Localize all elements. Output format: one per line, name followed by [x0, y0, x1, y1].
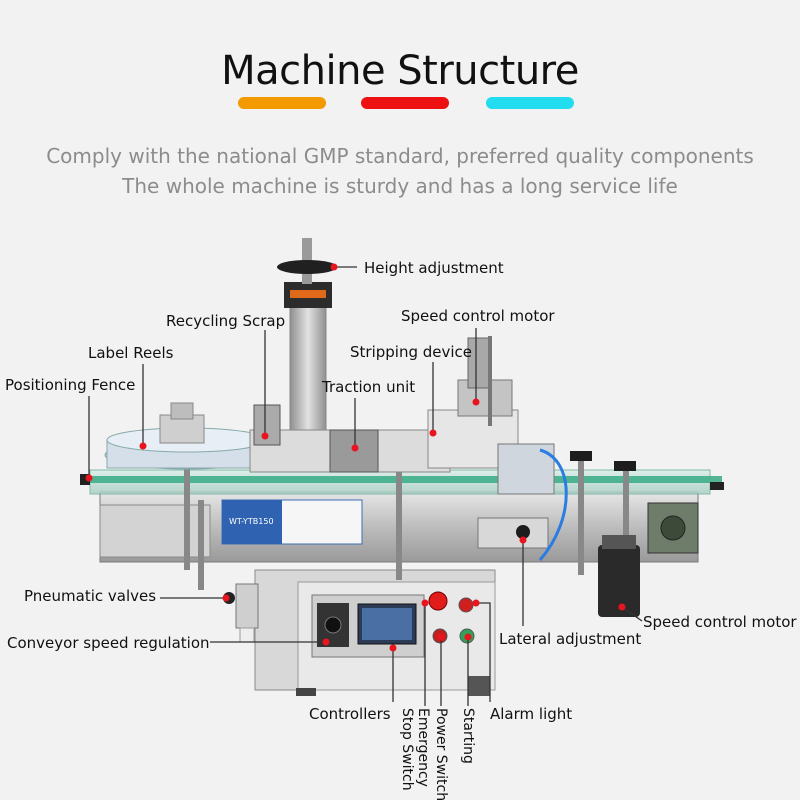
air-hose: [538, 448, 568, 561]
label-controllers: Controllers: [309, 705, 391, 723]
red-accent-bar: [361, 97, 449, 109]
label-reel-hub: [159, 414, 205, 444]
subtitle-line-1: Comply with the national GMP standard, p…: [46, 144, 754, 168]
marker-conveyor-speed: [322, 638, 330, 646]
pneumatic-valve-body: [235, 583, 259, 629]
post-4: [578, 455, 584, 575]
marker-emergency-stop: [421, 599, 429, 607]
label-recycling-scrap: Recycling Scrap: [166, 312, 285, 330]
right-motor-bracket: [602, 535, 636, 549]
label-positioning-fence: Positioning Fence: [5, 376, 135, 394]
subtitle-line-2: The whole machine is sturdy and has a lo…: [122, 174, 678, 198]
label-speed-control-motor-right: Speed control motor: [643, 613, 797, 631]
label-emergency: Emergency: [415, 708, 431, 787]
marker-recycling-scrap: [261, 432, 269, 440]
post-2: [198, 500, 204, 590]
label-stripping-device: Stripping device: [350, 343, 472, 361]
marker-alarm-light: [472, 599, 480, 607]
label-lateral-adjustment: Lateral adjustment: [499, 630, 641, 648]
fence-end-right: [710, 482, 724, 490]
marker-lateral-adjustment: [519, 536, 527, 544]
post-5: [623, 466, 629, 546]
cabinet-foot-right: [468, 676, 490, 696]
cabinet-foot-left: [296, 688, 316, 696]
callout-markers: [85, 263, 626, 652]
marker-pneumatic-valves: [222, 594, 230, 602]
marker-positioning-fence: [85, 474, 93, 482]
label-pneumatic-valves: Pneumatic valves: [24, 587, 156, 605]
knob-5: [614, 461, 636, 471]
label-stop-switch: Stop Switch: [399, 708, 415, 791]
marker-speed-motor-right: [618, 603, 626, 611]
marker-stripping-device: [429, 429, 437, 437]
speed-knob: [324, 616, 342, 634]
leader-speed-motor-right: [621, 606, 643, 622]
leader-lines: [88, 266, 643, 706]
label-power-switch: Power Switch: [433, 708, 449, 800]
label-conveyor-speed-regulation: Conveyor speed regulation: [7, 634, 210, 652]
pneumatic-filter: [239, 627, 255, 643]
handwheel: [277, 260, 337, 274]
right-motor: [598, 545, 640, 617]
marker-traction-unit: [351, 444, 359, 452]
machine-body: WT-YTB150: [80, 238, 724, 696]
lateral-block: [477, 517, 549, 549]
label-label-reels: Label Reels: [88, 344, 174, 362]
leader-alarm-light: [476, 602, 491, 702]
emergency-stop-button: [428, 591, 448, 611]
label-starting: Starting: [460, 708, 476, 764]
post-3: [396, 460, 402, 580]
label-traction-unit: Traction unit: [321, 378, 415, 396]
marker-power-switch: [437, 633, 445, 641]
name-plate-model: WT-YTB150: [229, 517, 274, 526]
sensor-rod: [488, 336, 492, 426]
label-alarm-light: Alarm light: [490, 705, 572, 723]
cyan-accent-bar: [486, 97, 574, 109]
fence-end-left: [80, 474, 90, 485]
lateral-knob: [516, 525, 530, 539]
touch-screen-display: [362, 608, 412, 640]
marker-label-reels: [139, 442, 147, 450]
name-plate-header: [222, 500, 282, 544]
marker-height-adjustment: [330, 263, 338, 271]
label-reel-spindle: [170, 402, 194, 420]
column-orange-ring: [290, 290, 326, 298]
marker-speed-motor-top: [472, 398, 480, 406]
marker-starting: [464, 633, 472, 641]
label-height-adjustment: Height adjustment: [364, 259, 504, 277]
label-speed-control-motor-top: Speed control motor: [401, 307, 555, 325]
orange-accent-bar: [238, 97, 326, 109]
bearing-hub: [660, 515, 686, 541]
post-1: [184, 460, 190, 570]
start-button-top: [458, 597, 474, 613]
page-title: Machine Structure: [221, 48, 579, 94]
knob-4: [570, 451, 592, 461]
marker-controllers: [389, 644, 397, 652]
scrap-roller: [253, 404, 281, 446]
conveyor-front-panel: [99, 504, 211, 558]
